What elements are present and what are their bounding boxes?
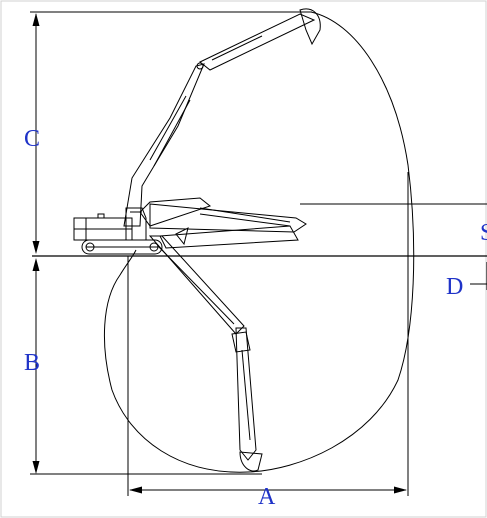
dimension-label-c: C [24,126,40,152]
boom-horizontal [139,197,307,249]
reach-envelope-curve [103,11,415,473]
dimension-c-arrow-bottom [32,241,40,254]
dimension-label-a: A [258,484,276,510]
excavator-body [73,207,163,255]
boom-raised [123,8,321,227]
dimension-b-arrow-top [32,258,40,271]
dimension-label-d: D [446,274,463,300]
operator-cab [125,207,147,241]
dimension-label-clipped: S [480,220,487,246]
dimension-label-b: B [24,350,40,376]
boom-lowered [148,235,263,472]
dimension-a-arrow-right [394,486,407,494]
dimension-a-arrow-left [129,486,142,494]
dimension-c-arrow-top [32,13,40,26]
dimension-b-arrow-bottom [32,461,40,474]
